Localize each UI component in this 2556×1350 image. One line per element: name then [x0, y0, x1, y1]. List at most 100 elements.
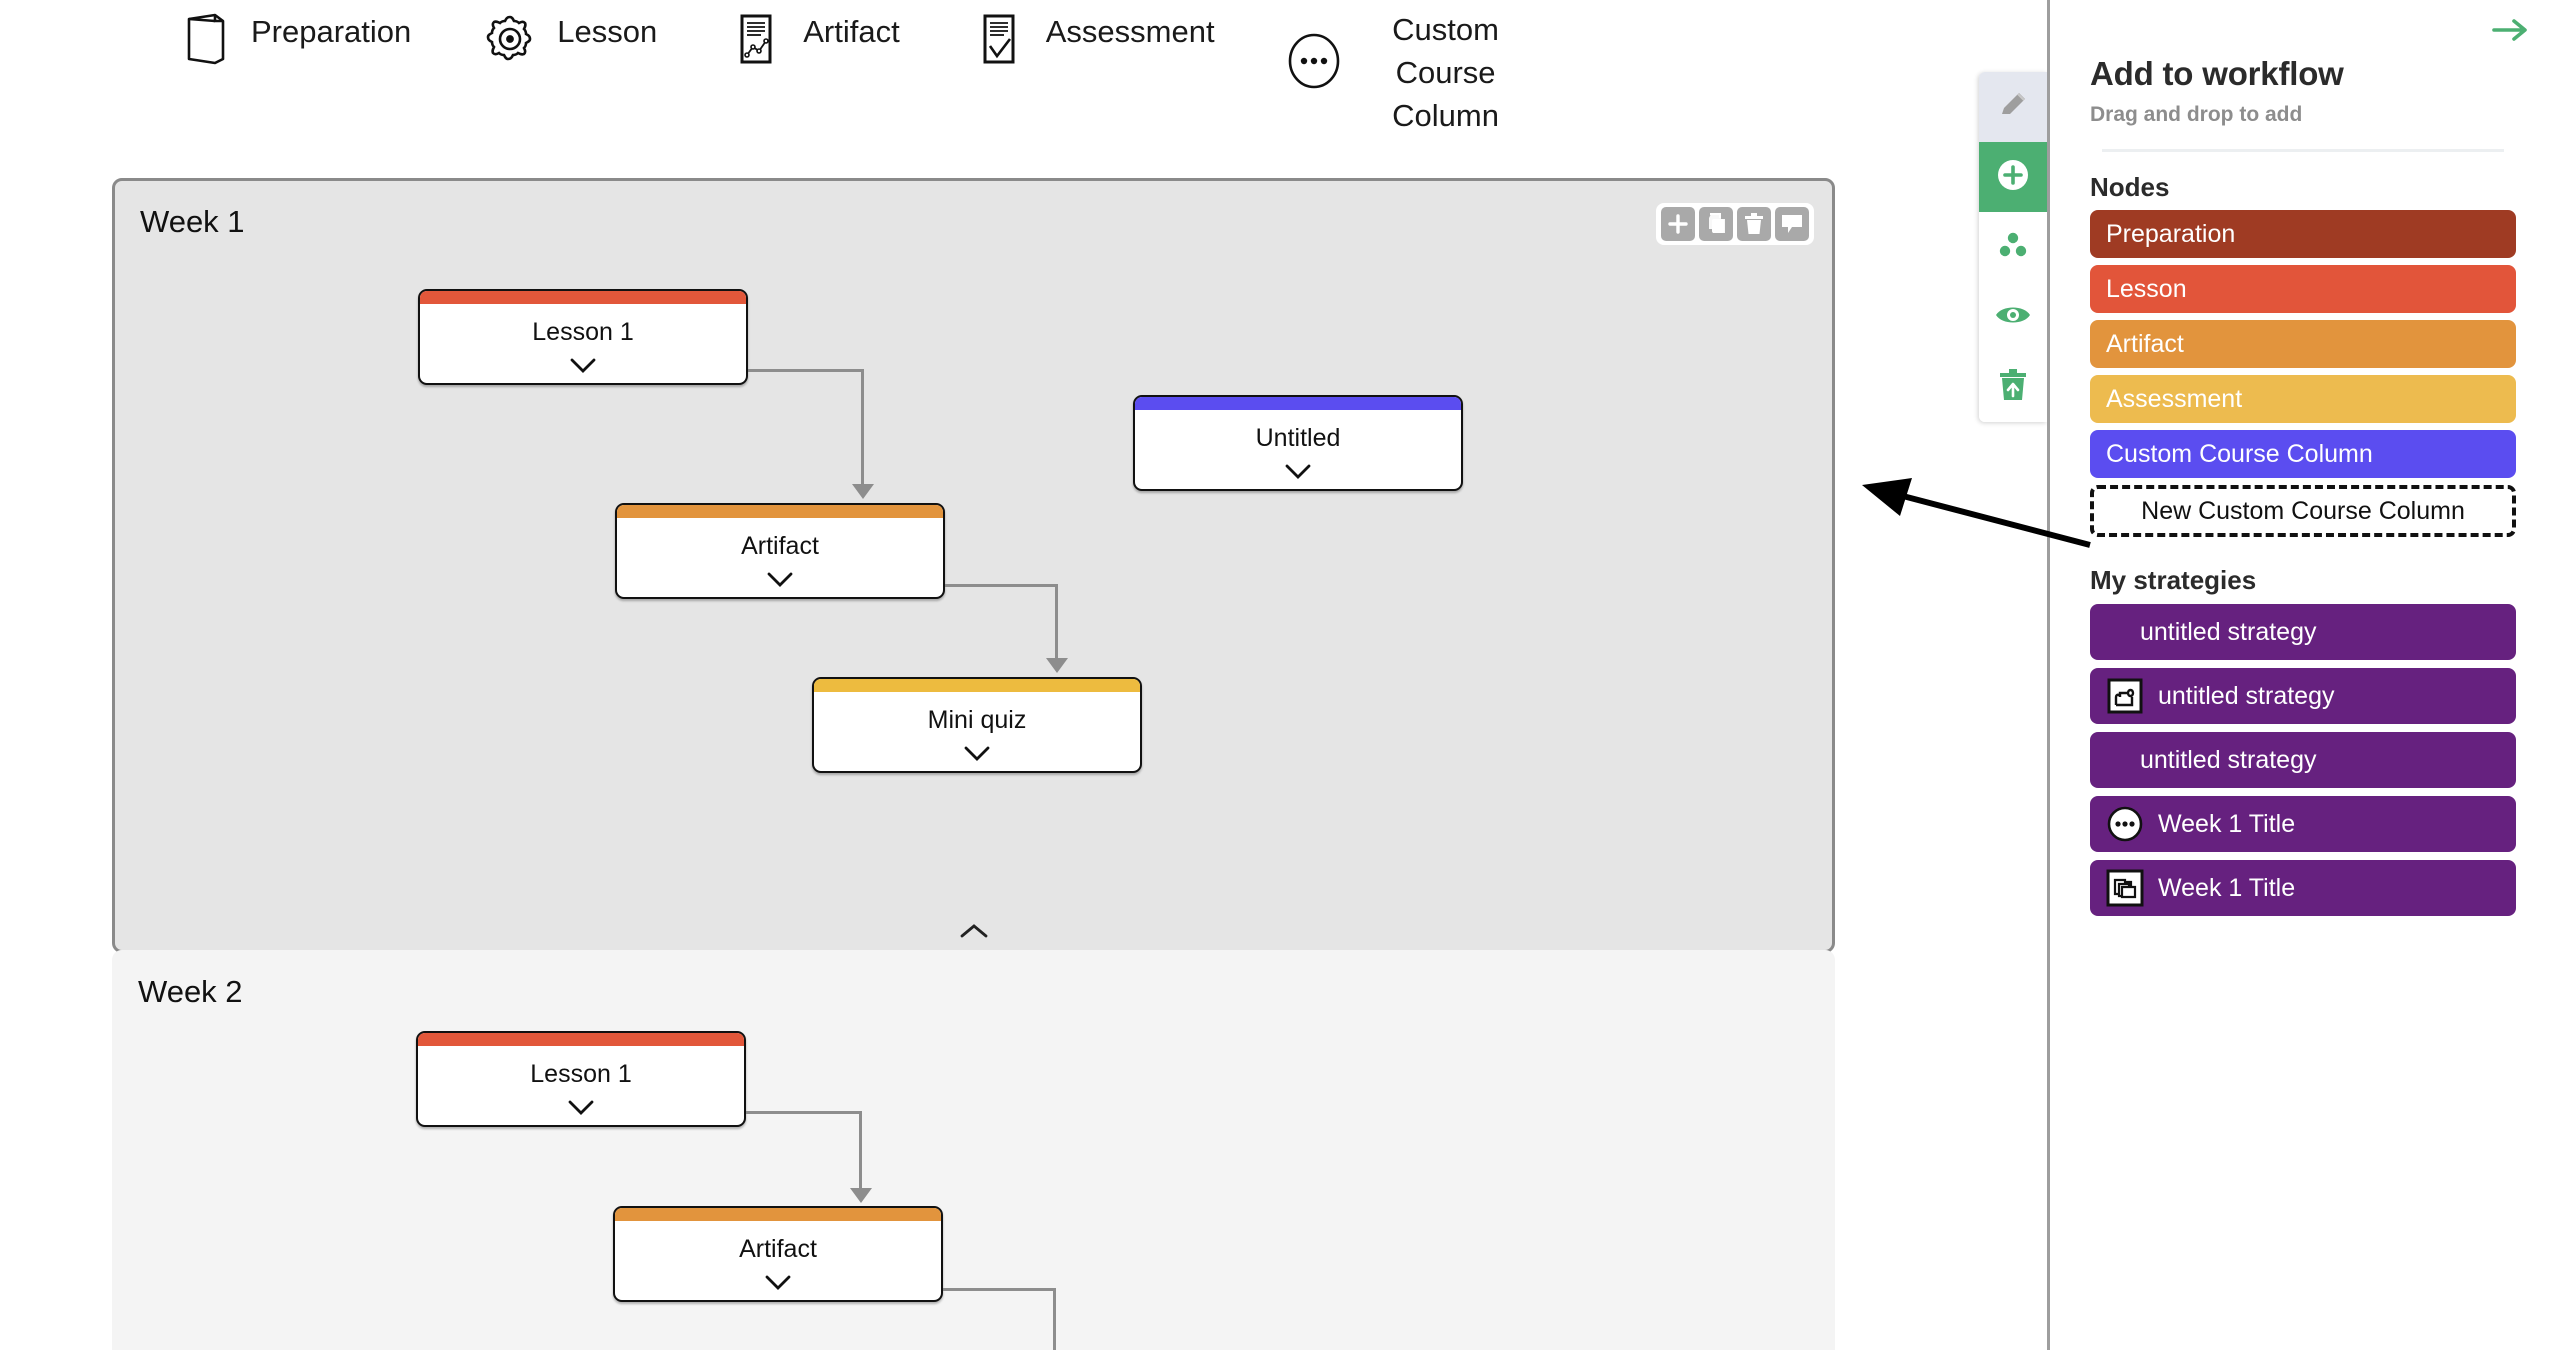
- gear-icon: [481, 10, 539, 68]
- add-to-workflow-panel: Add to workflow Drag and drop to add Nod…: [2050, 0, 2556, 1350]
- new-custom-course-column-button[interactable]: New Custom Course Column: [2090, 485, 2516, 537]
- legend-label: Preparation: [251, 14, 412, 49]
- strategy-item[interactable]: untitled strategy: [2090, 732, 2516, 788]
- nodes-section-heading: Nodes: [2090, 172, 2170, 202]
- chevron-down-icon[interactable]: [767, 568, 793, 591]
- ellipsis-circle-icon: [2106, 805, 2144, 843]
- pill-label: untitled strategy: [2140, 745, 2317, 774]
- legend-label: Artifact: [803, 14, 900, 49]
- pill-label: untitled strategy: [2140, 617, 2317, 646]
- chevron-up-icon[interactable]: [960, 916, 988, 944]
- node-lesson-1-week2[interactable]: Lesson 1: [416, 1031, 746, 1127]
- strategies-section-heading: My strategies: [2090, 565, 2257, 595]
- connector-artifact-to-quiz-h: [945, 584, 1058, 587]
- strategy-item[interactable]: Week 1 Title: [2090, 860, 2516, 916]
- connector-arrowhead: [1046, 658, 1068, 673]
- legend-item-preparation: Preparation: [175, 8, 411, 68]
- pill-label: Custom Course Column: [2106, 439, 2373, 468]
- chevron-down-icon[interactable]: [570, 354, 596, 377]
- node-color-bar: [1135, 397, 1461, 410]
- add-tool[interactable]: [1979, 142, 2047, 212]
- pill-label: Assessment: [2106, 384, 2243, 413]
- connector-lesson-to-artifact-v: [861, 369, 864, 487]
- pill-label: Preparation: [2106, 219, 2236, 248]
- chevron-down-icon[interactable]: [568, 1096, 594, 1119]
- chevron-down-icon[interactable]: [964, 742, 990, 765]
- eye-icon: [1994, 302, 2032, 333]
- node-color-bar: [814, 679, 1140, 692]
- legend-item-assessment: Assessment: [970, 8, 1215, 68]
- document-chart-icon: [727, 10, 785, 68]
- three-dots-cluster-icon: [1996, 230, 2030, 265]
- palette-node-lesson[interactable]: Lesson: [2090, 265, 2516, 313]
- node-untitled[interactable]: Untitled: [1133, 395, 1463, 491]
- node-title: Lesson 1: [532, 318, 634, 346]
- palette-node-artifact[interactable]: Artifact: [2090, 320, 2516, 368]
- node-type-legend: Preparation Lesson: [0, 0, 2030, 150]
- node-lesson-1[interactable]: Lesson 1: [418, 289, 748, 385]
- legend-label: Assessment: [1045, 14, 1215, 49]
- node-title: Lesson 1: [530, 1060, 632, 1088]
- stacked-cards-icon: [2106, 869, 2144, 907]
- ellipsis-circle-icon: [1285, 32, 1343, 90]
- strategy-item[interactable]: Week 1 Title: [2090, 796, 2516, 852]
- node-title: Artifact: [741, 532, 819, 560]
- chevron-down-icon[interactable]: [765, 1271, 791, 1294]
- restore-tool[interactable]: [1979, 352, 2047, 422]
- week-title: Week 1: [140, 204, 245, 239]
- panel-divider-line: [2102, 149, 2504, 152]
- connector-lesson-to-artifact-v-week2: [859, 1111, 862, 1191]
- node-color-bar: [418, 1033, 744, 1046]
- pill-label: Artifact: [2106, 329, 2184, 358]
- connector-lesson-to-artifact-h: [748, 369, 864, 372]
- node-title: Untitled: [1255, 424, 1341, 452]
- document-check-icon: [970, 10, 1028, 68]
- node-artifact[interactable]: Artifact: [615, 503, 945, 599]
- legend-item-artifact: Artifact: [727, 8, 900, 68]
- connector-artifact-out-v-week2: [1053, 1288, 1056, 1350]
- node-color-bar: [420, 291, 746, 304]
- pill-label: Week 1 Title: [2158, 873, 2296, 902]
- outcomes-tool[interactable]: [1979, 212, 2047, 282]
- palette-node-preparation[interactable]: Preparation: [2090, 210, 2516, 258]
- edit-tool[interactable]: [1979, 72, 2047, 142]
- node-title: Artifact: [739, 1235, 817, 1263]
- legend-item-lesson: Lesson: [481, 8, 657, 68]
- trash-restore-icon: [1998, 368, 2028, 407]
- node-title: Mini quiz: [927, 706, 1027, 734]
- week-1-container[interactable]: Week 1: [112, 178, 1835, 953]
- pill-label: Lesson: [2106, 274, 2187, 303]
- legend-item-custom-course-column: Custom Course Column: [1285, 8, 1531, 137]
- duplicate-week-button[interactable]: [1699, 207, 1733, 241]
- preview-tool[interactable]: [1979, 282, 2047, 352]
- pill-label: untitled strategy: [2158, 681, 2335, 710]
- comment-button[interactable]: [1775, 207, 1809, 241]
- node-color-bar: [617, 505, 943, 518]
- chevron-down-icon[interactable]: [1285, 460, 1311, 483]
- plus-circle-icon: [1994, 156, 2032, 199]
- panel-divider: [2047, 0, 2050, 1350]
- connector-lesson-to-artifact-h-week2: [746, 1111, 862, 1114]
- side-tool-rail[interactable]: [1979, 72, 2047, 422]
- add-node-button[interactable]: [1661, 207, 1695, 241]
- node-color-bar: [615, 1208, 941, 1221]
- palette-node-custom-course-column[interactable]: Custom Course Column: [2090, 430, 2516, 478]
- palette-node-assessment[interactable]: Assessment: [2090, 375, 2516, 423]
- workflow-canvas[interactable]: Week 1: [0, 150, 2030, 1350]
- panel-subtitle: Drag and drop to add: [2090, 103, 2303, 126]
- panel-title: Add to workflow: [2090, 55, 2344, 92]
- delete-week-button[interactable]: [1737, 207, 1771, 241]
- collapse-panel-button[interactable]: [2488, 12, 2534, 52]
- connector-artifact-to-quiz-v: [1055, 584, 1058, 662]
- strategy-item[interactable]: untitled strategy: [2090, 604, 2516, 660]
- pill-label: Week 1 Title: [2158, 809, 2296, 838]
- week-2-container[interactable]: Week 2 Lesson 1 Artifact: [112, 950, 1835, 1350]
- strategy-item[interactable]: untitled strategy: [2090, 668, 2516, 724]
- pill-label: New Custom Course Column: [2141, 496, 2465, 525]
- connector-artifact-out-h-week2: [943, 1288, 1056, 1291]
- legend-label: Lesson: [557, 14, 658, 49]
- node-artifact-week2[interactable]: Artifact: [613, 1206, 943, 1302]
- puzzle-icon: [2106, 677, 2144, 715]
- node-mini-quiz[interactable]: Mini quiz: [812, 677, 1142, 773]
- week-toolbar[interactable]: [1656, 203, 1814, 245]
